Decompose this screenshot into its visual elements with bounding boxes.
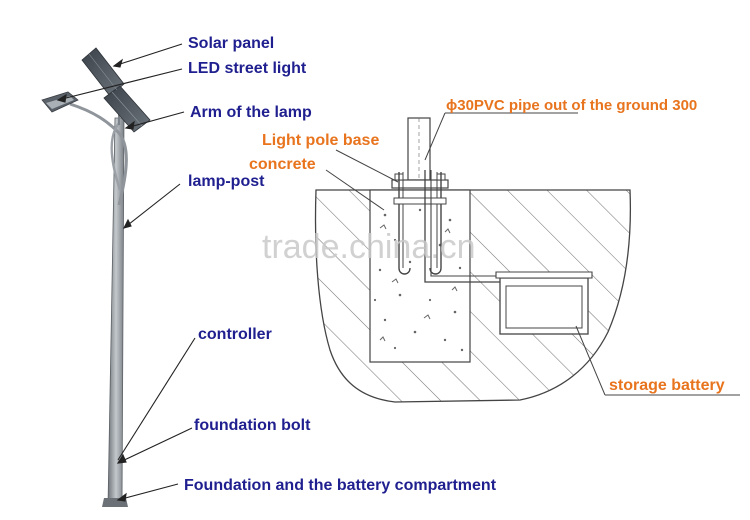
foundation-section — [314, 117, 631, 403]
left-leaders — [56, 43, 196, 502]
watermark: trade.china.cn — [262, 228, 476, 266]
label-storage-battery: storage battery — [609, 377, 725, 394]
label-controller: controller — [198, 326, 272, 343]
pvc-pipe — [424, 170, 515, 283]
right-leaders — [325, 112, 740, 396]
label-arm-of-lamp: Arm of the lamp — [190, 104, 312, 121]
street-light — [41, 47, 151, 507]
label-light-pole-base: Light pole base — [262, 132, 380, 149]
base-plate — [391, 179, 449, 189]
lamp-arm — [69, 102, 128, 206]
label-foundation-bolt: foundation bolt — [194, 417, 311, 434]
foundation-bolt-right — [429, 172, 442, 275]
label-pvc-pipe: ɸ30PVC pipe out of the ground 300 — [446, 97, 698, 114]
label-led-street-light: LED street light — [188, 60, 307, 77]
label-concrete: concrete — [249, 156, 316, 173]
label-solar-panel: Solar panel — [188, 35, 275, 52]
label-lamp-post: lamp-post — [188, 173, 265, 190]
foundation-bolt-left — [398, 172, 411, 275]
label-foundation-battery: Foundation and the battery compartment — [184, 477, 497, 494]
